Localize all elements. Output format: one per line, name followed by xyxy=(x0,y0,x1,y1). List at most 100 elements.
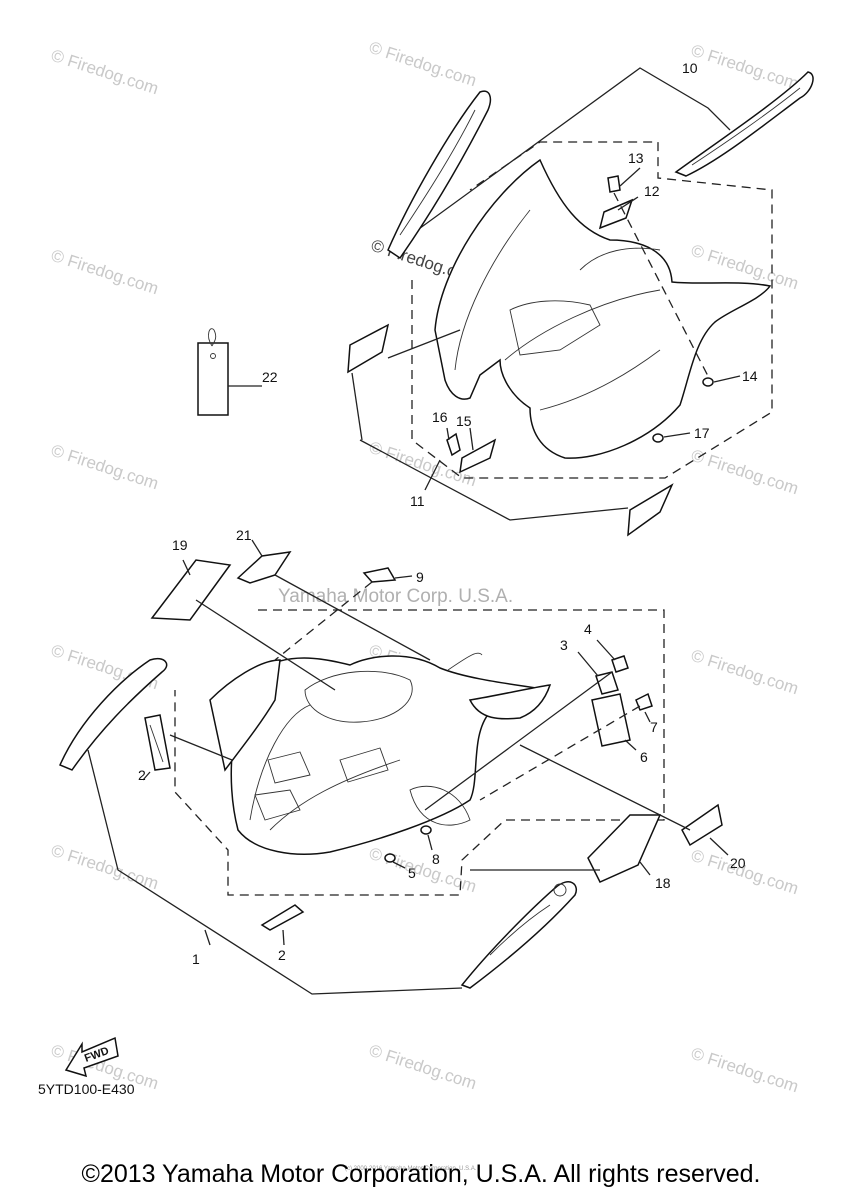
callout-2-bottom: 2 xyxy=(278,947,286,963)
leader-line-15 xyxy=(469,427,474,451)
firedog-watermark: © Firedog.com xyxy=(49,246,161,299)
callout-2-left: 2 xyxy=(138,767,146,783)
leader-line-6 xyxy=(624,739,637,751)
leader-line-14 xyxy=(713,375,741,383)
fender-contour xyxy=(579,247,661,271)
decal-stripe xyxy=(399,109,476,236)
decal-20-part xyxy=(681,803,723,847)
decal-6-part xyxy=(591,693,631,747)
fender-contour xyxy=(249,704,311,821)
leader-line-9 xyxy=(394,575,413,579)
leader-line-16 xyxy=(446,427,450,441)
callout-17: 17 xyxy=(694,425,710,441)
front-fender-dashed-box xyxy=(174,609,665,896)
leader-line-2b xyxy=(282,929,285,946)
front-fender-group xyxy=(59,539,729,995)
callout-21: 21 xyxy=(236,527,252,543)
nut-5-part xyxy=(384,853,396,863)
leader-line xyxy=(195,599,336,691)
fender-seat-recess xyxy=(509,300,601,356)
leader-line-3 xyxy=(577,651,599,677)
callout-group: 10 13 12 22 14 16 15 17 11 21 19 9 4 3 7… xyxy=(138,60,758,967)
decal-15-part xyxy=(459,438,497,474)
fender-hook xyxy=(447,652,483,671)
callout-3: 3 xyxy=(560,637,568,653)
tag-string xyxy=(208,328,217,347)
firedog-watermark: © Firedog.com xyxy=(689,846,801,899)
nut-8-part xyxy=(420,825,432,835)
firedog-watermark: © Firedog.com xyxy=(689,1044,801,1097)
front-storage-lid xyxy=(304,670,413,723)
callout-1: 1 xyxy=(192,951,200,967)
leader-line-5 xyxy=(392,861,406,869)
decal-stripe xyxy=(691,87,801,166)
callout-4: 4 xyxy=(584,621,592,637)
firedog-watermark: © Firedog.com xyxy=(689,646,801,699)
nut-17-part xyxy=(652,433,664,443)
firedog-watermark: © Firedog.com xyxy=(367,38,479,91)
leader-line-4 xyxy=(596,639,616,661)
callout-9: 9 xyxy=(416,569,424,585)
rear-fender-part xyxy=(434,158,772,459)
rear-lower-decal-part xyxy=(627,483,674,537)
callout-15: 15 xyxy=(456,413,472,429)
callout-20: 20 xyxy=(730,855,746,871)
rear-fender-group xyxy=(347,67,814,537)
front-side-panel-right xyxy=(468,684,552,720)
front-left-decal-part xyxy=(59,658,168,771)
firedog-watermark: © Firedog.com xyxy=(49,46,161,99)
leader-line-18 xyxy=(639,861,651,876)
decal-19-part xyxy=(150,559,232,621)
leader-line-8 xyxy=(427,834,433,851)
leader-line xyxy=(169,734,233,761)
callout-11: 11 xyxy=(410,493,425,509)
decal-12-part xyxy=(598,198,634,230)
leader-tick-1 xyxy=(204,929,211,946)
fender-contour xyxy=(269,759,401,831)
callout-19: 19 xyxy=(172,537,188,553)
fwd-arrow-icon xyxy=(64,1036,119,1078)
dash-line xyxy=(613,192,711,381)
tag-22-part xyxy=(197,342,229,416)
fwd-arrow-group: FWD xyxy=(64,1036,119,1078)
callout-6: 6 xyxy=(640,749,648,765)
firedog-watermark: © Firedog.com xyxy=(367,844,479,897)
reflector-detail xyxy=(149,724,164,763)
leader-line xyxy=(387,329,461,359)
leader-line-21 xyxy=(251,539,263,557)
front-side-panel-part xyxy=(209,659,281,772)
fender-vent xyxy=(267,751,311,784)
leader-line-2a xyxy=(142,771,151,781)
leader-line xyxy=(519,744,691,831)
rear-right-decal-part xyxy=(674,71,814,177)
decal-3-part xyxy=(595,671,619,695)
fender-vent xyxy=(254,789,301,821)
fender-contour xyxy=(454,209,531,371)
fender-vent xyxy=(339,747,389,783)
callout-16: 16 xyxy=(432,409,448,425)
decal-9-part xyxy=(362,567,397,583)
decal-18-part xyxy=(587,814,662,883)
leader-line-19 xyxy=(182,559,191,576)
leader-line-1 xyxy=(87,749,463,995)
yamaha-watermark: Yamaha Motor Corp. U.S.A. xyxy=(278,586,513,607)
callout-10: 10 xyxy=(682,60,698,76)
leader-line-13 xyxy=(619,167,641,187)
rear-left-lower-decal xyxy=(347,323,390,374)
leader-line-17 xyxy=(663,432,691,438)
leader-line-11b xyxy=(424,459,441,491)
reflector-bottom-part xyxy=(260,904,305,931)
callout-12: 12 xyxy=(644,183,660,199)
diagram-code: 5YTD100-E430 xyxy=(38,1081,135,1097)
bracket-line xyxy=(351,372,363,441)
small-footer-watermark: (c) 2000-2016 Yamaha Motor Corporation, … xyxy=(345,1166,477,1172)
leader-line xyxy=(274,574,431,661)
fender-contour xyxy=(539,349,661,411)
leader-line xyxy=(424,671,613,811)
fender-wheel-well xyxy=(409,785,471,826)
firedog-watermark: © Firedog.com xyxy=(49,441,161,494)
leader-line-7 xyxy=(644,711,651,723)
firedog-watermark: © Firedog.com xyxy=(689,41,801,94)
callout-18: 18 xyxy=(655,875,671,891)
